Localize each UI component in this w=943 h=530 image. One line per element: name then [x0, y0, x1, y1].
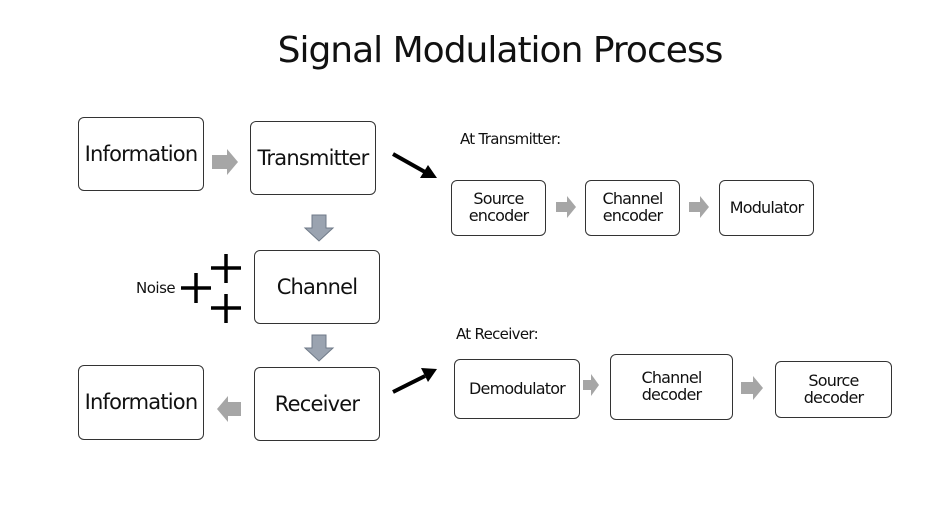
plus-icon	[211, 294, 241, 323]
channel-decoder-line-1: Channel	[641, 368, 702, 388]
source-encoder-line-2: encoder	[468, 206, 529, 225]
source-encoder-line-1: Source	[473, 189, 524, 209]
pointer-arrow-icon	[392, 368, 437, 394]
channel-box: Channel	[254, 250, 380, 324]
information-source-label: Information	[84, 141, 199, 166]
right-block-arrow-icon	[741, 376, 763, 400]
receiver-label: Receiver	[274, 391, 360, 416]
right-block-arrow-icon	[583, 374, 599, 396]
modulator-box: Modulator	[719, 180, 814, 236]
right-block-arrow-icon	[689, 196, 709, 218]
source-decoder-line-1: Source	[808, 370, 859, 390]
transmitter-box: Transmitter	[250, 121, 376, 195]
noise-label: Noise	[136, 279, 176, 297]
information-destination-box: Information	[78, 365, 204, 440]
plus-icon	[181, 273, 211, 303]
left-block-arrow-icon	[217, 396, 241, 422]
diagram-title: Signal Modulation Process	[277, 30, 724, 71]
demodulator-box: Demodulator	[454, 359, 580, 419]
transmitter-label: Transmitter	[257, 145, 369, 170]
channel-encoder-box: Channel encoder	[585, 180, 680, 236]
at-transmitter-caption: At Transmitter:	[460, 130, 561, 148]
demodulator-label: Demodulator	[469, 378, 566, 398]
channel-encoder-line-2: encoder	[602, 206, 663, 225]
right-block-arrow-icon	[556, 196, 576, 218]
channel-decoder-line-2: decoder	[641, 385, 702, 404]
modulator-label: Modulator	[729, 197, 804, 217]
right-block-arrow-icon	[212, 149, 238, 175]
channel-encoder-line-1: Channel	[602, 189, 663, 209]
source-encoder-box: Source encoder	[451, 180, 546, 236]
at-receiver-caption: At Receiver:	[456, 325, 539, 343]
plus-icon	[211, 254, 241, 283]
information-source-box: Information	[78, 117, 204, 191]
source-decoder-line-2: decoder	[803, 387, 864, 407]
channel-label: Channel	[276, 274, 358, 299]
down-arrow-icon	[303, 334, 335, 362]
receiver-box: Receiver	[254, 367, 380, 441]
information-destination-label: Information	[84, 390, 199, 415]
source-decoder-box: Source decoder	[775, 361, 892, 418]
pointer-arrow-icon	[392, 152, 437, 178]
down-arrow-icon	[303, 214, 335, 242]
channel-decoder-box: Channel decoder	[610, 354, 733, 420]
